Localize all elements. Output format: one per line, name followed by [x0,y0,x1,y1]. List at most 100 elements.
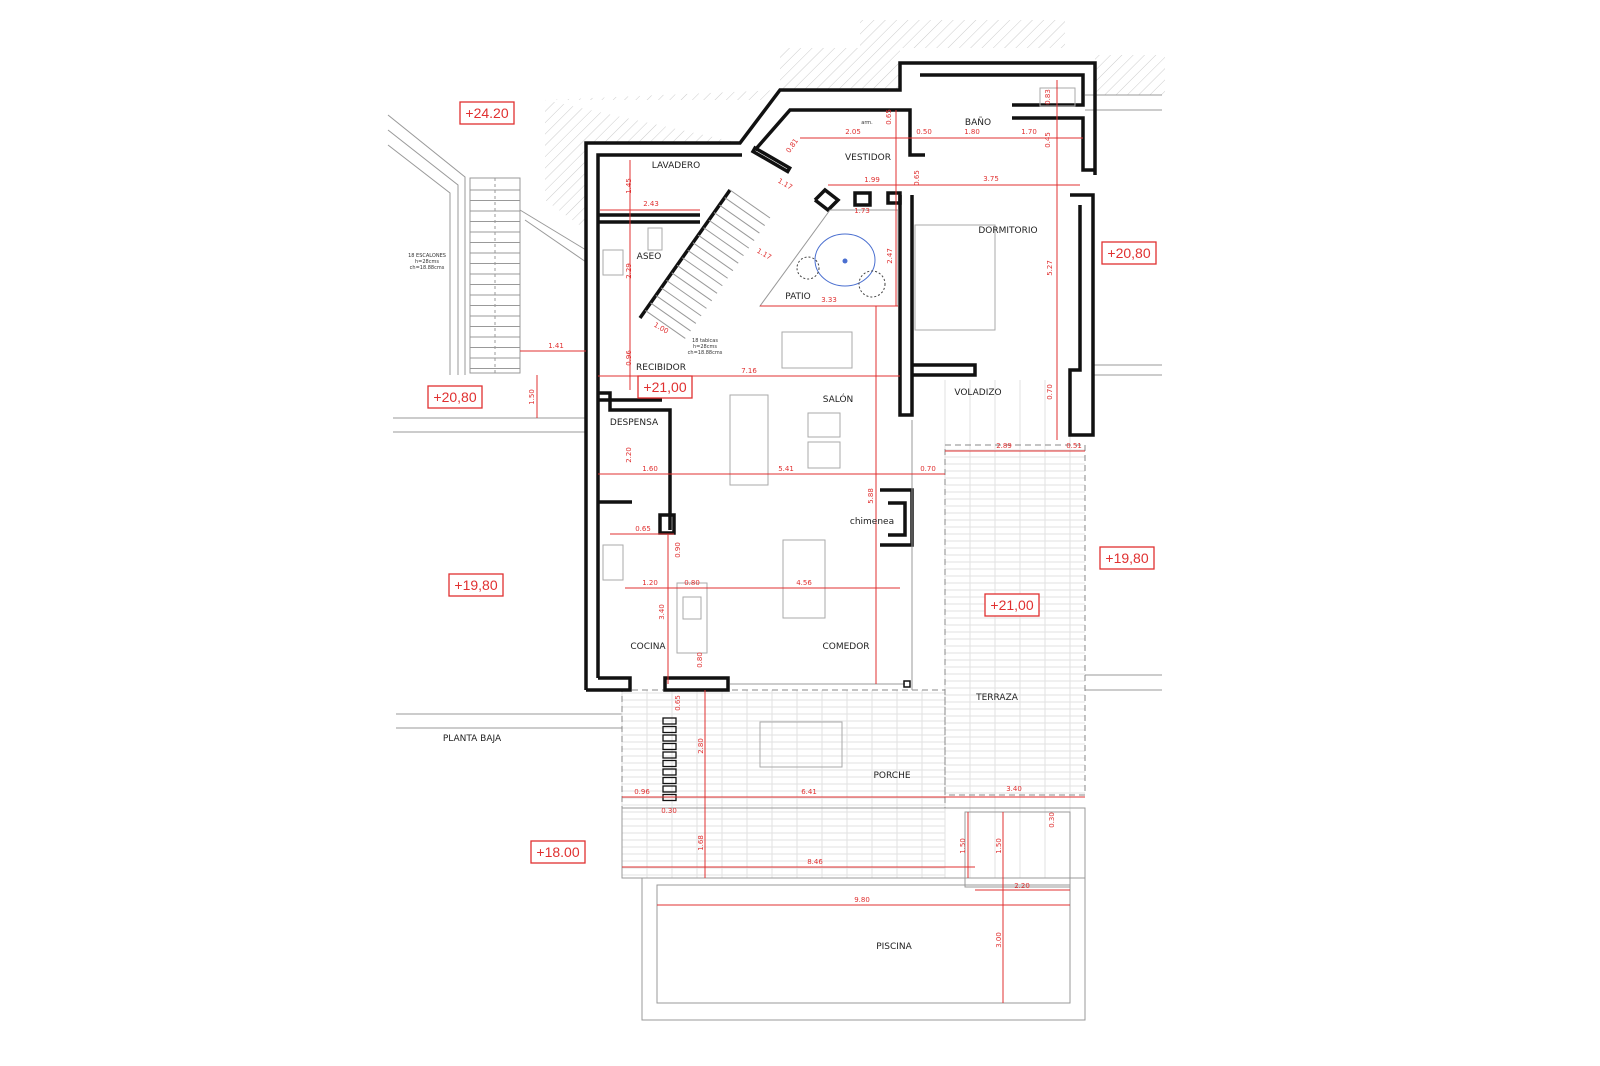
room-despensa: DESPENSA [610,418,659,428]
svg-text:+19,80: +19,80 [454,577,497,593]
dimension-label: 0.51 [1066,442,1082,450]
dimension-label: 1.17 [755,247,773,262]
wardrobe-note: arm. [861,120,873,126]
level-marker: +20,80 [427,385,483,409]
dimension-label: 0.65 [913,170,921,186]
porch-step [662,751,677,759]
dimension-label: 2.80 [697,738,705,754]
room-patio: PATIO [785,292,811,302]
dimension-label: 2.47 [886,248,894,264]
dimension-label: 0.65 [674,695,682,711]
level-marker: +19,80 [448,573,504,597]
room-aseo: ASEO [637,252,662,262]
dimension-label: 0.65 [635,525,651,533]
dimension-lines [520,80,1085,1003]
svg-text:+20,80: +20,80 [433,389,476,405]
svg-text:+18.00: +18.00 [536,844,579,860]
dimension-label: 2.29 [625,263,633,279]
level-marker: +21,00 [984,593,1040,617]
dimension-label: 1.99 [864,176,880,184]
room-recibidor: RECIBIDOR [636,363,686,373]
dimension-label: 1.00 [652,321,670,336]
walls [584,61,1097,692]
label-chimenea: chimenea [850,517,894,527]
porch-step [662,742,677,751]
porch-step [662,759,677,768]
porch-step [662,717,677,725]
dimension-label: 7.16 [741,367,757,375]
room-cocina: COCINA [630,642,666,652]
ext-stairs-note: h=28cms [415,259,439,265]
dimension-label: 2.05 [845,128,861,136]
pool [641,877,1086,1021]
porch-step [662,725,677,734]
svg-text:+24.20: +24.20 [465,105,508,121]
dimension-label: 3.40 [658,604,666,620]
terrace-deck [621,380,1086,888]
svg-text:+19,80: +19,80 [1105,550,1148,566]
level-marker: +18.00 [530,840,586,864]
room-labels: LAVADERO VESTIDOR BAÑO ASEO DORMITORIO P… [408,117,1038,952]
dimension-label: 3.75 [983,175,999,183]
dimension-label: 0.96 [634,788,650,796]
dimension-label: 1.50 [528,389,536,405]
svg-text:+21,00: +21,00 [990,597,1033,613]
dimension-label: 0.90 [674,542,682,558]
room-porche: PORCHE [873,771,910,781]
dimension-label: 1.70 [1021,128,1037,136]
room-voladizo: VOLADIZO [954,388,1001,398]
dimension-label: 8.46 [807,858,823,866]
dimension-label: 0.80 [696,652,704,668]
dimension-label: 0.81 [785,137,800,154]
room-piscina: PISCINA [876,942,912,952]
int-stairs-note: 18 tabicas [692,338,718,344]
dimension-label: 1.73 [854,207,870,215]
porch-step [662,768,677,776]
dimension-label: 0.96 [625,350,633,366]
dimension-label: 0.70 [920,465,936,473]
dimension-label: 0.30 [1048,812,1056,828]
porch-step [662,734,677,742]
dimension-label: 0.65 [885,109,893,125]
dimension-label: 3.33 [821,296,837,304]
dimension-label: 6.41 [801,788,817,796]
dimension-label: 5.27 [1046,260,1054,276]
room-lavadero: LAVADERO [652,161,701,171]
dimension-label: 0.45 [1044,132,1052,148]
porch-step [662,776,677,785]
svg-text:+21,00: +21,00 [643,379,686,395]
dimension-label: 2.43 [643,200,659,208]
dimension-label: 1.50 [959,838,967,854]
ext-stairs-note: 18 ESCALONES [408,253,446,259]
interior-staircase [645,189,899,339]
dimension-label: 3.00 [995,932,1003,948]
dimension-label: 0.50 [916,128,932,136]
dimension-label: 0.80 [684,579,700,587]
ext-stairs-note: ch=18.88cms [410,265,445,271]
dimension-label: 1.17 [776,177,794,192]
int-stairs-note: ch=18.88cms [688,350,723,356]
dimension-label: 2.20 [1014,882,1030,890]
dimension-label: 1.80 [964,128,980,136]
dimension-label: 2.89 [996,442,1012,450]
room-dormitorio: DORMITORIO [978,226,1037,236]
room-comedor: COMEDOR [822,642,869,652]
exterior-staircase [387,94,1162,729]
dimension-label: 3.40 [1006,785,1022,793]
dimension-label: 1.68 [697,835,705,851]
dimension-label: 0.30 [661,807,677,815]
dimension-label: 1.20 [642,579,658,587]
dimension-label: 1.50 [995,838,1003,854]
svg-text:+20,80: +20,80 [1107,245,1150,261]
level-markers: +24.20 +20,80 +20,80 +21,00 +19,80 +19,80 +21,… [427,101,1157,864]
room-vestidor: VESTIDOR [845,153,891,163]
room-bano: BAÑO [965,117,991,128]
dimension-label: 1.45 [625,178,633,194]
dimension-label: 0.70 [1046,384,1054,400]
dimension-label: 5.41 [778,465,794,473]
furniture [602,87,1076,802]
terrain-hatch [545,20,1165,230]
porch-step [662,785,677,793]
dimension-label: 1.60 [642,465,658,473]
